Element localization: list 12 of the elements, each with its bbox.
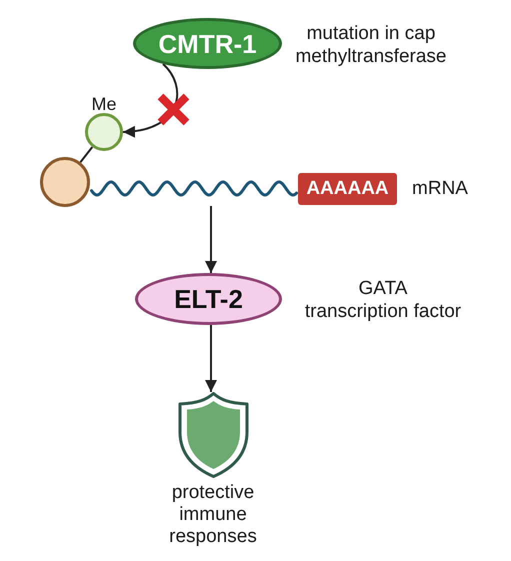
protein-ellipse: ELT-2 [135,273,282,325]
connector-line [80,146,94,163]
methyl-label: Me [90,95,118,113]
outcome-label: protective immune responses [168,482,258,548]
annotation-text: GATA transcription factor [304,277,462,323]
annotation-text: mRNA [412,177,468,200]
annotation-text: mutation in cap methyltransferase [295,22,447,68]
cap-circle [40,157,90,207]
arrow [205,206,217,273]
arrow [205,325,217,392]
protein-ellipse: CMTR-1 [133,18,282,69]
poly-a-tail: AAAAAA [298,173,397,205]
